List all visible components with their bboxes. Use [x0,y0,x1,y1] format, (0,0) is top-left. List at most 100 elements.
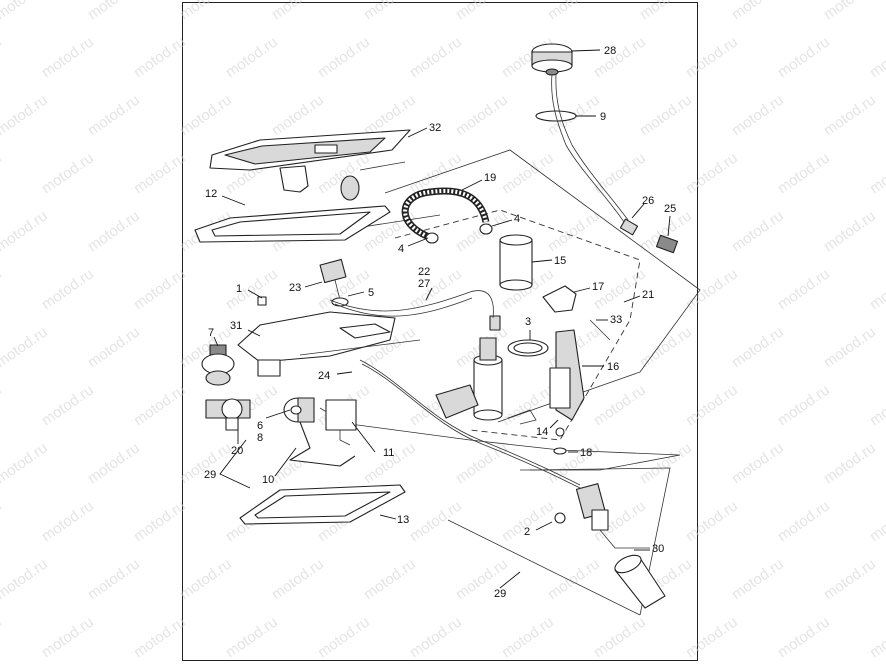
watermark-text: motod.ru [0,91,51,139]
watermark-text: motod.ru [0,0,51,23]
callout-10: 10 [262,474,274,486]
watermark-text: motod.ru [821,207,879,255]
callout-30: 30 [652,543,664,555]
watermark-text: motod.ru [499,149,557,197]
watermark-text: motod.ru [775,497,833,545]
watermark-text: motod.ru [867,265,886,313]
watermark-text: motod.ru [545,207,603,255]
callout-labels: 32 12 19 4 4 15 22 27 23 5 1 31 7 24 6 8… [204,45,676,600]
watermark-text: motod.ru [131,613,189,661]
callout-7: 7 [208,327,214,339]
watermark-text: motod.ru [0,207,51,255]
watermark-text: motod.ru [775,381,833,429]
callout-26: 26 [642,195,654,207]
callout-1: 1 [236,283,242,295]
watermark-text: motod.ru [131,381,189,429]
watermark-text: motod.ru [85,0,143,23]
watermark-text: motod.ru [39,33,97,81]
watermark-text: motod.ru [683,613,741,661]
watermark-text: motod.ru [867,33,886,81]
callout-28: 28 [604,45,616,57]
callout-8: 8 [257,432,263,444]
watermark-text: motod.ru [407,33,465,81]
watermark-text: motod.ru [775,265,833,313]
watermark-text: motod.ru [361,0,419,23]
callout-29a: 29 [204,469,216,481]
watermark-text: motod.ru [821,555,879,603]
watermark-text: motod.ru [39,497,97,545]
watermark-text: motod.ru [729,0,787,23]
watermark-text: motod.ru [729,91,787,139]
watermark-text: motod.ru [637,439,695,487]
callout-16: 16 [607,361,619,373]
watermark-text: motod.ru [223,33,281,81]
watermark-text: motod.ru [85,555,143,603]
callout-6: 6 [257,420,263,432]
watermark-text: motod.ru [867,381,886,429]
watermark-text: motod.ru [729,323,787,371]
watermark-text: motod.ru [683,381,741,429]
part-30-sender [554,483,666,609]
watermark-text: motod.ru [0,265,5,313]
watermark-text: motod.ru [775,149,833,197]
watermark-text: motod.ru [0,439,51,487]
watermark-text: motod.ru [407,497,465,545]
watermark-text: motod.ru [683,265,741,313]
watermark-text: motod.ru [39,149,97,197]
watermark-text: motod.ru [85,323,143,371]
watermark-text: motod.ru [223,265,281,313]
watermark-text: motod.ru [775,33,833,81]
watermark-text: motod.ru [591,33,649,81]
part-20-valve [205,398,251,431]
callout-17: 17 [592,281,604,293]
watermark-text: motod.ru [729,555,787,603]
watermark-text: motod.ru [821,0,879,23]
watermark-text: motod.ru [315,33,373,81]
callout-12: 12 [205,188,217,200]
watermark-text: motod.ru [591,613,649,661]
part-15-filter [499,234,533,291]
watermark-text: motod.ru [637,323,695,371]
callout-29b: 29 [494,588,506,600]
callout-19: 19 [484,172,496,184]
callout-2: 2 [524,526,530,538]
watermark-text: motod.ru [683,33,741,81]
watermark-text: motod.ru [729,207,787,255]
part-32-top-plate [209,129,411,201]
callout-21: 21 [642,289,654,301]
callout-4b: 4 [398,243,404,255]
watermark-text: motod.ru [85,207,143,255]
watermark-text: motod.ru [683,149,741,197]
part-31-mount-plate [237,296,396,377]
watermark-text: motod.ru [637,91,695,139]
watermark-text: motod.ru [269,91,327,139]
watermark-text: motod.ru [867,149,886,197]
callout-15: 15 [554,255,566,267]
watermark-text: motod.ru [269,0,327,23]
watermark-text: motod.ru [821,439,879,487]
watermark-text: motod.ru [0,555,51,603]
watermark-text: motod.ru [361,555,419,603]
watermark-text: motod.ru [545,439,603,487]
callout-14: 14 [536,426,548,438]
watermark-text: motod.ru [85,439,143,487]
watermark-text: motod.ru [545,555,603,603]
part-6-coupler [283,397,315,423]
callout-5: 5 [368,287,374,299]
callout-32: 32 [429,122,441,134]
callout-3: 3 [525,316,531,328]
callout-13: 13 [397,514,409,526]
watermark-text: motod.ru [223,613,281,661]
watermark-text: motod.ru [0,497,5,545]
watermark-text: motod.ru [637,0,695,23]
fuel-lines [299,290,583,490]
watermark-text: motod.ru [85,91,143,139]
callout-25: 25 [664,203,676,215]
callout-18: 18 [580,447,592,459]
watermark-text: motod.ru [0,613,5,661]
watermark-text: motod.ru [499,613,557,661]
watermark-text: motod.ru [775,613,833,661]
watermark-text: motod.ru [177,91,235,139]
callout-31: 31 [230,320,242,332]
watermark-text: motod.ru [39,265,97,313]
